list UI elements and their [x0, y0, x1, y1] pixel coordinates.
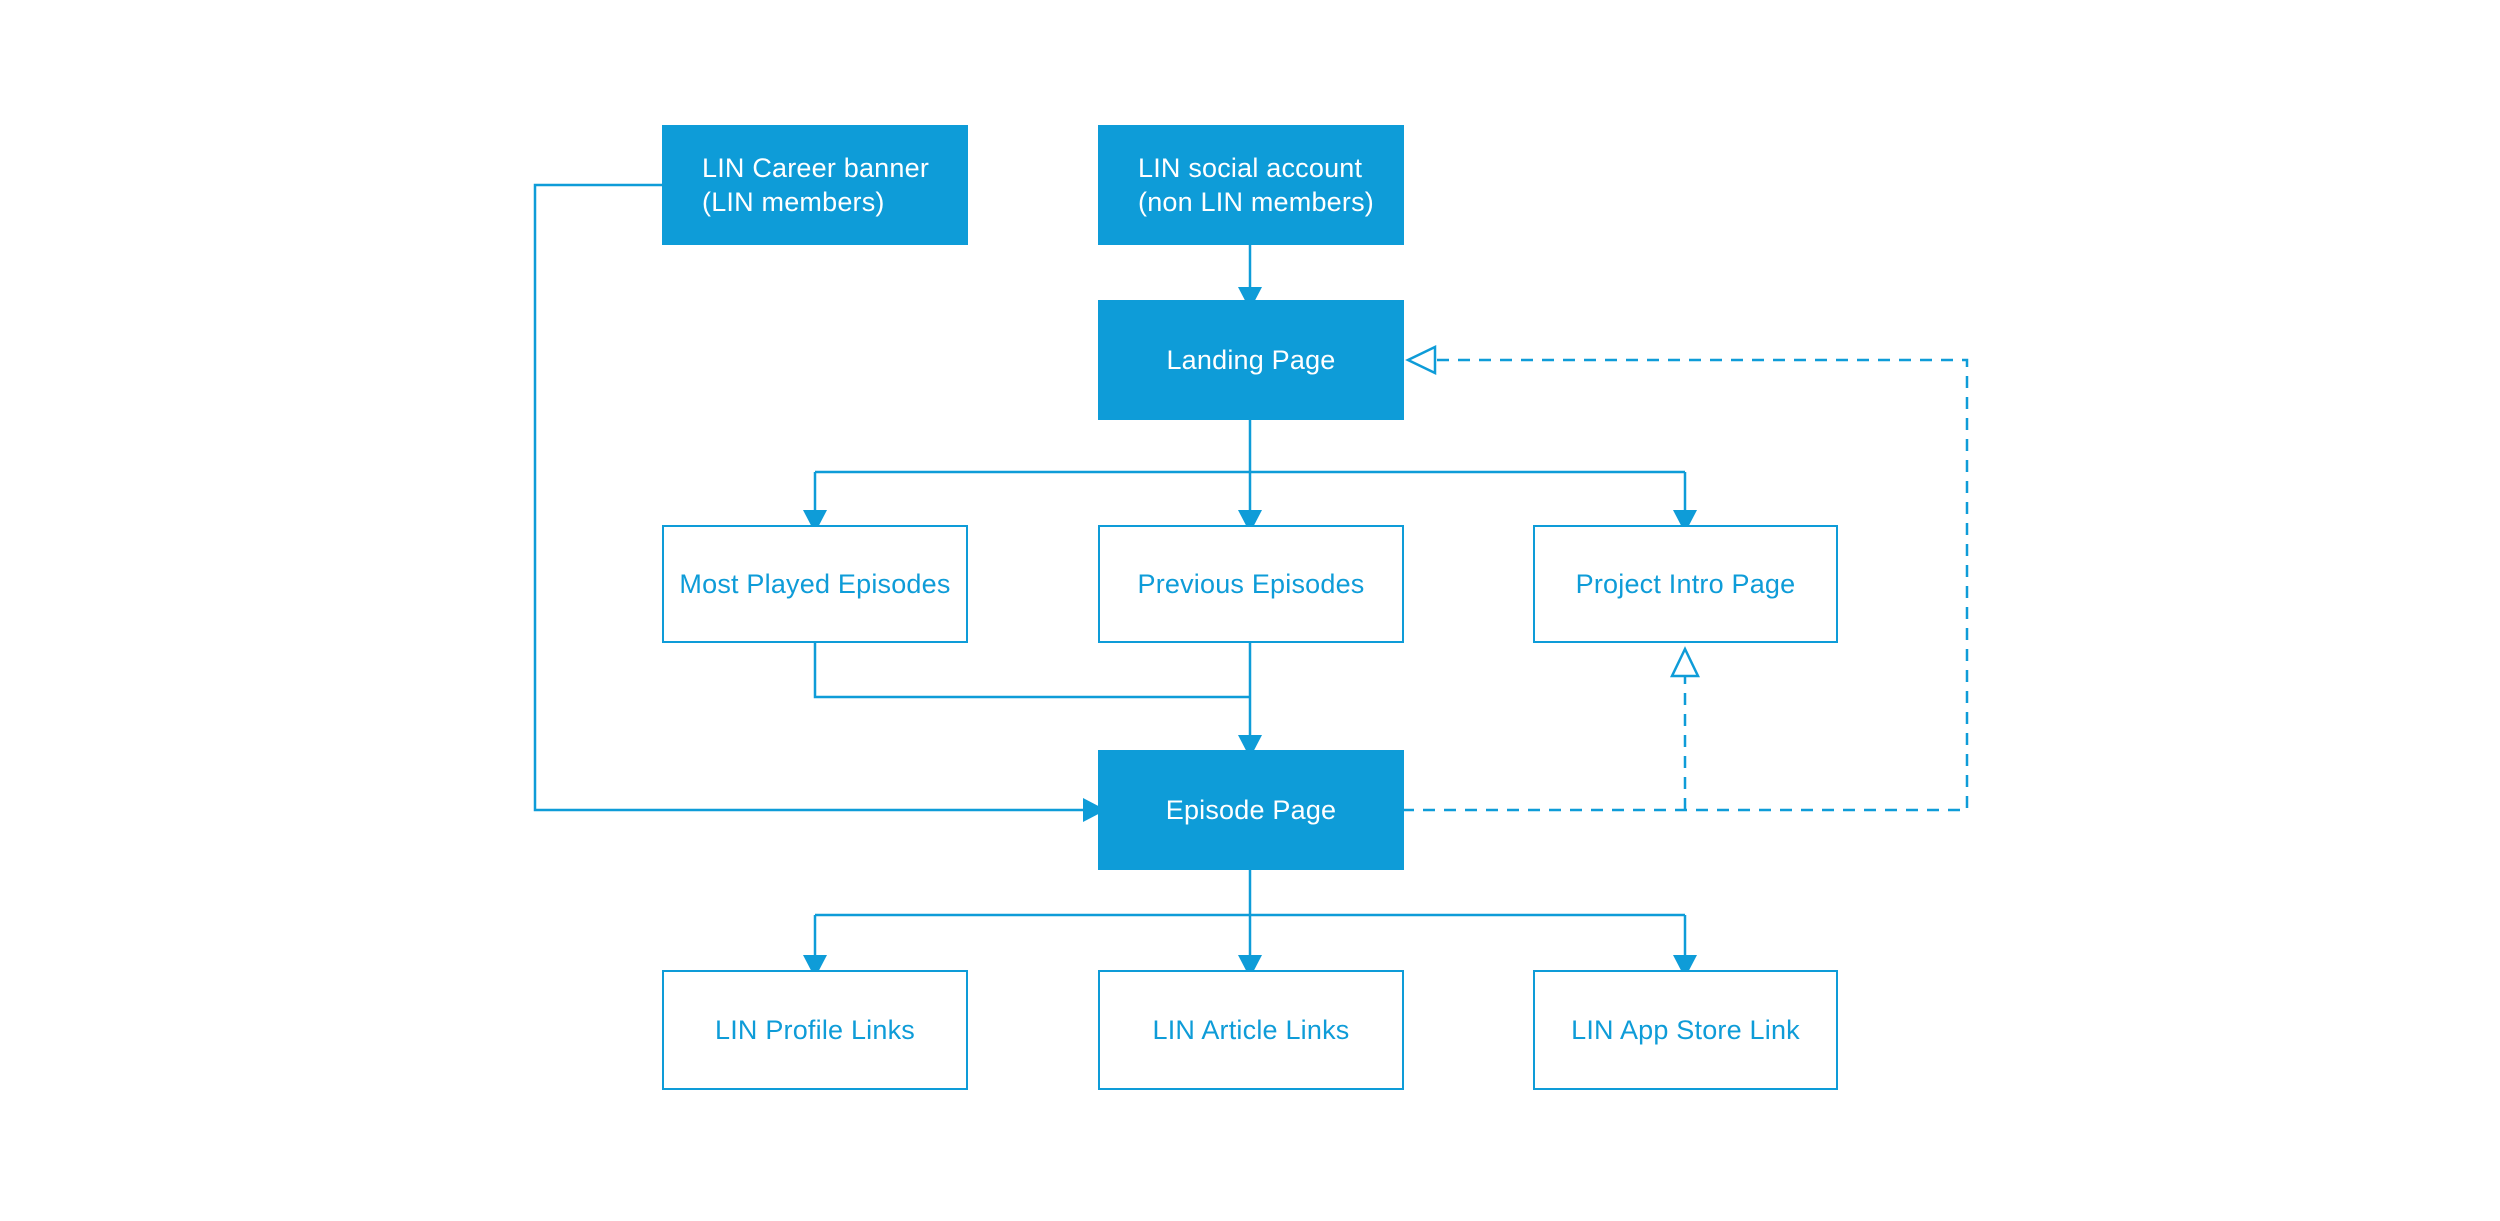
- node-label-line2: (non LIN members): [1138, 187, 1374, 217]
- node-lin-profile-links: LIN Profile Links: [662, 970, 968, 1090]
- node-label-line2: (LIN members): [702, 187, 885, 217]
- node-label: Episode Page: [1165, 795, 1337, 825]
- arrowhead-previous-to-episode: [1238, 735, 1262, 758]
- edge-mostplayed-to-episode-line: [813, 643, 1250, 699]
- node-lin-career-banner: LIN Career banner (LIN members): [662, 125, 968, 245]
- arrowhead-episode-to-profile: [803, 955, 827, 978]
- edge-career-to-episode-line: [533, 183, 1084, 812]
- node-project-intro-page: Project Intro Page: [1533, 525, 1838, 643]
- node-most-played-episodes: Most Played Episodes: [662, 525, 968, 643]
- arrowhead-landing-to-mostplayed: [803, 510, 827, 533]
- arrowhead-landing-to-previous: [1238, 510, 1262, 533]
- node-label-line1: LIN social account: [1138, 153, 1363, 183]
- node-label: Previous Episodes: [1137, 569, 1365, 599]
- arrowhead-episode-to-article: [1238, 955, 1262, 978]
- node-label-line1: LIN Career banner: [702, 153, 930, 183]
- node-label: Landing Page: [1166, 345, 1336, 375]
- node-lin-app-store-link: LIN App Store Link: [1533, 970, 1838, 1090]
- node-label: LIN Profile Links: [715, 1015, 915, 1045]
- node-previous-episodes: Previous Episodes: [1098, 525, 1404, 643]
- node-label: LIN App Store Link: [1571, 1015, 1800, 1045]
- node-label: Most Played Episodes: [679, 569, 951, 599]
- node-lin-article-links: LIN Article Links: [1098, 970, 1404, 1090]
- node-landing-page: Landing Page: [1098, 300, 1404, 420]
- arrowhead-landing-to-projectintro: [1673, 510, 1697, 533]
- arrowhead-episode-to-appstore: [1673, 955, 1697, 978]
- open-arrowhead-into-projectintro: [1670, 646, 1700, 678]
- open-arrowhead-into-landing: [1405, 345, 1437, 375]
- node-episode-page: Episode Page: [1098, 750, 1404, 870]
- node-label: LIN Article Links: [1152, 1015, 1350, 1045]
- node-lin-social-account: LIN social account (non LIN members): [1098, 125, 1404, 245]
- arrowhead-career-to-episode: [1083, 798, 1106, 822]
- arrowhead-social-to-landing: [1238, 287, 1262, 310]
- node-label: Project Intro Page: [1575, 569, 1796, 599]
